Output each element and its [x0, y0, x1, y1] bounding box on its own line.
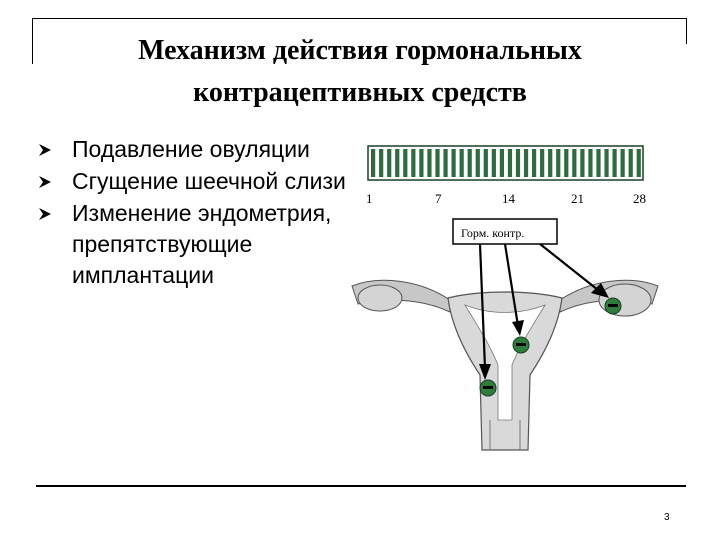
cycle-day-stripe [564, 149, 568, 177]
cycle-day-stripe [443, 149, 447, 177]
cycle-day-stripe [460, 149, 464, 177]
cycle-bar [368, 146, 643, 180]
cycle-day-stripe [371, 149, 375, 177]
drug-box: Горм. контр. [453, 219, 557, 244]
cycle-day-stripe [613, 149, 617, 177]
day-label-28: 28 [633, 191, 646, 206]
day-label-14: 14 [502, 191, 516, 206]
arrow-bullet-icon [38, 143, 52, 157]
cycle-day-stripe [379, 149, 383, 177]
cycle-day-stripe [468, 149, 472, 177]
cycle-day-stripe [516, 149, 520, 177]
page-number: 3 [664, 512, 670, 523]
arrow-bullet-icon [38, 175, 52, 189]
cycle-day-stripe [548, 149, 552, 177]
cycle-day-stripe [604, 149, 608, 177]
cycle-day-stripe [588, 149, 592, 177]
cycle-day-stripe [492, 149, 496, 177]
cycle-day-stripe [524, 149, 528, 177]
slide-title: Механизм действия гормональных контрацеп… [40, 30, 680, 114]
bullet-list: Подавление овуляции Сгущение шеечной сли… [38, 134, 348, 292]
block-marker-endometrium [513, 337, 529, 353]
cycle-day-stripe [476, 149, 480, 177]
cycle-day-stripe [621, 149, 625, 177]
cycle-day-stripe [411, 149, 415, 177]
cycle-day-stripe [427, 149, 431, 177]
cycle-day-stripe [556, 149, 560, 177]
block-marker-ovary [605, 298, 621, 314]
day-label-1: 1 [366, 191, 373, 206]
cycle-day-stripe [419, 149, 423, 177]
cycle-day-stripe [452, 149, 456, 177]
cycle-day-stripe [500, 149, 504, 177]
cycle-day-stripe [596, 149, 600, 177]
bullet-text: Изменение эндометрия, препятствующие имп… [72, 200, 331, 288]
cycle-day-stripe [395, 149, 399, 177]
frame-left-line [32, 18, 33, 64]
cycle-day-stripe [540, 149, 544, 177]
cycle-day-stripe [508, 149, 512, 177]
bullet-text: Сгущение шеечной слизи [72, 168, 346, 194]
frame-right-line [686, 18, 687, 44]
day-label-21: 21 [571, 191, 584, 206]
contraception-mechanism-diagram: 1 7 14 21 28 Горм. контр. [340, 130, 670, 480]
cycle-day-stripe [637, 149, 641, 177]
bullet-text: Подавление овуляции [72, 136, 310, 162]
cycle-day-stripe [403, 149, 407, 177]
title-line-1: Механизм действия гормональных [40, 30, 680, 72]
bullet-item: Подавление овуляции [38, 134, 348, 165]
arrow-bullet-icon [38, 207, 52, 221]
cycle-day-stripe [629, 149, 633, 177]
bullet-item: Изменение эндометрия, препятствующие имп… [38, 198, 348, 291]
block-marker-cervix [480, 380, 496, 396]
drug-box-label: Горм. контр. [461, 226, 524, 240]
cycle-day-stripe [387, 149, 391, 177]
day-label-7: 7 [435, 191, 442, 206]
cycle-day-stripe [435, 149, 439, 177]
frame-top-line [32, 18, 687, 19]
cycle-day-stripe [532, 149, 536, 177]
cycle-day-stripe [572, 149, 576, 177]
title-line-2: контрацептивных средств [40, 72, 680, 114]
cycle-day-stripe [484, 149, 488, 177]
footer-divider [36, 485, 686, 487]
bullet-item: Сгущение шеечной слизи [38, 166, 348, 197]
cycle-day-stripe [580, 149, 584, 177]
